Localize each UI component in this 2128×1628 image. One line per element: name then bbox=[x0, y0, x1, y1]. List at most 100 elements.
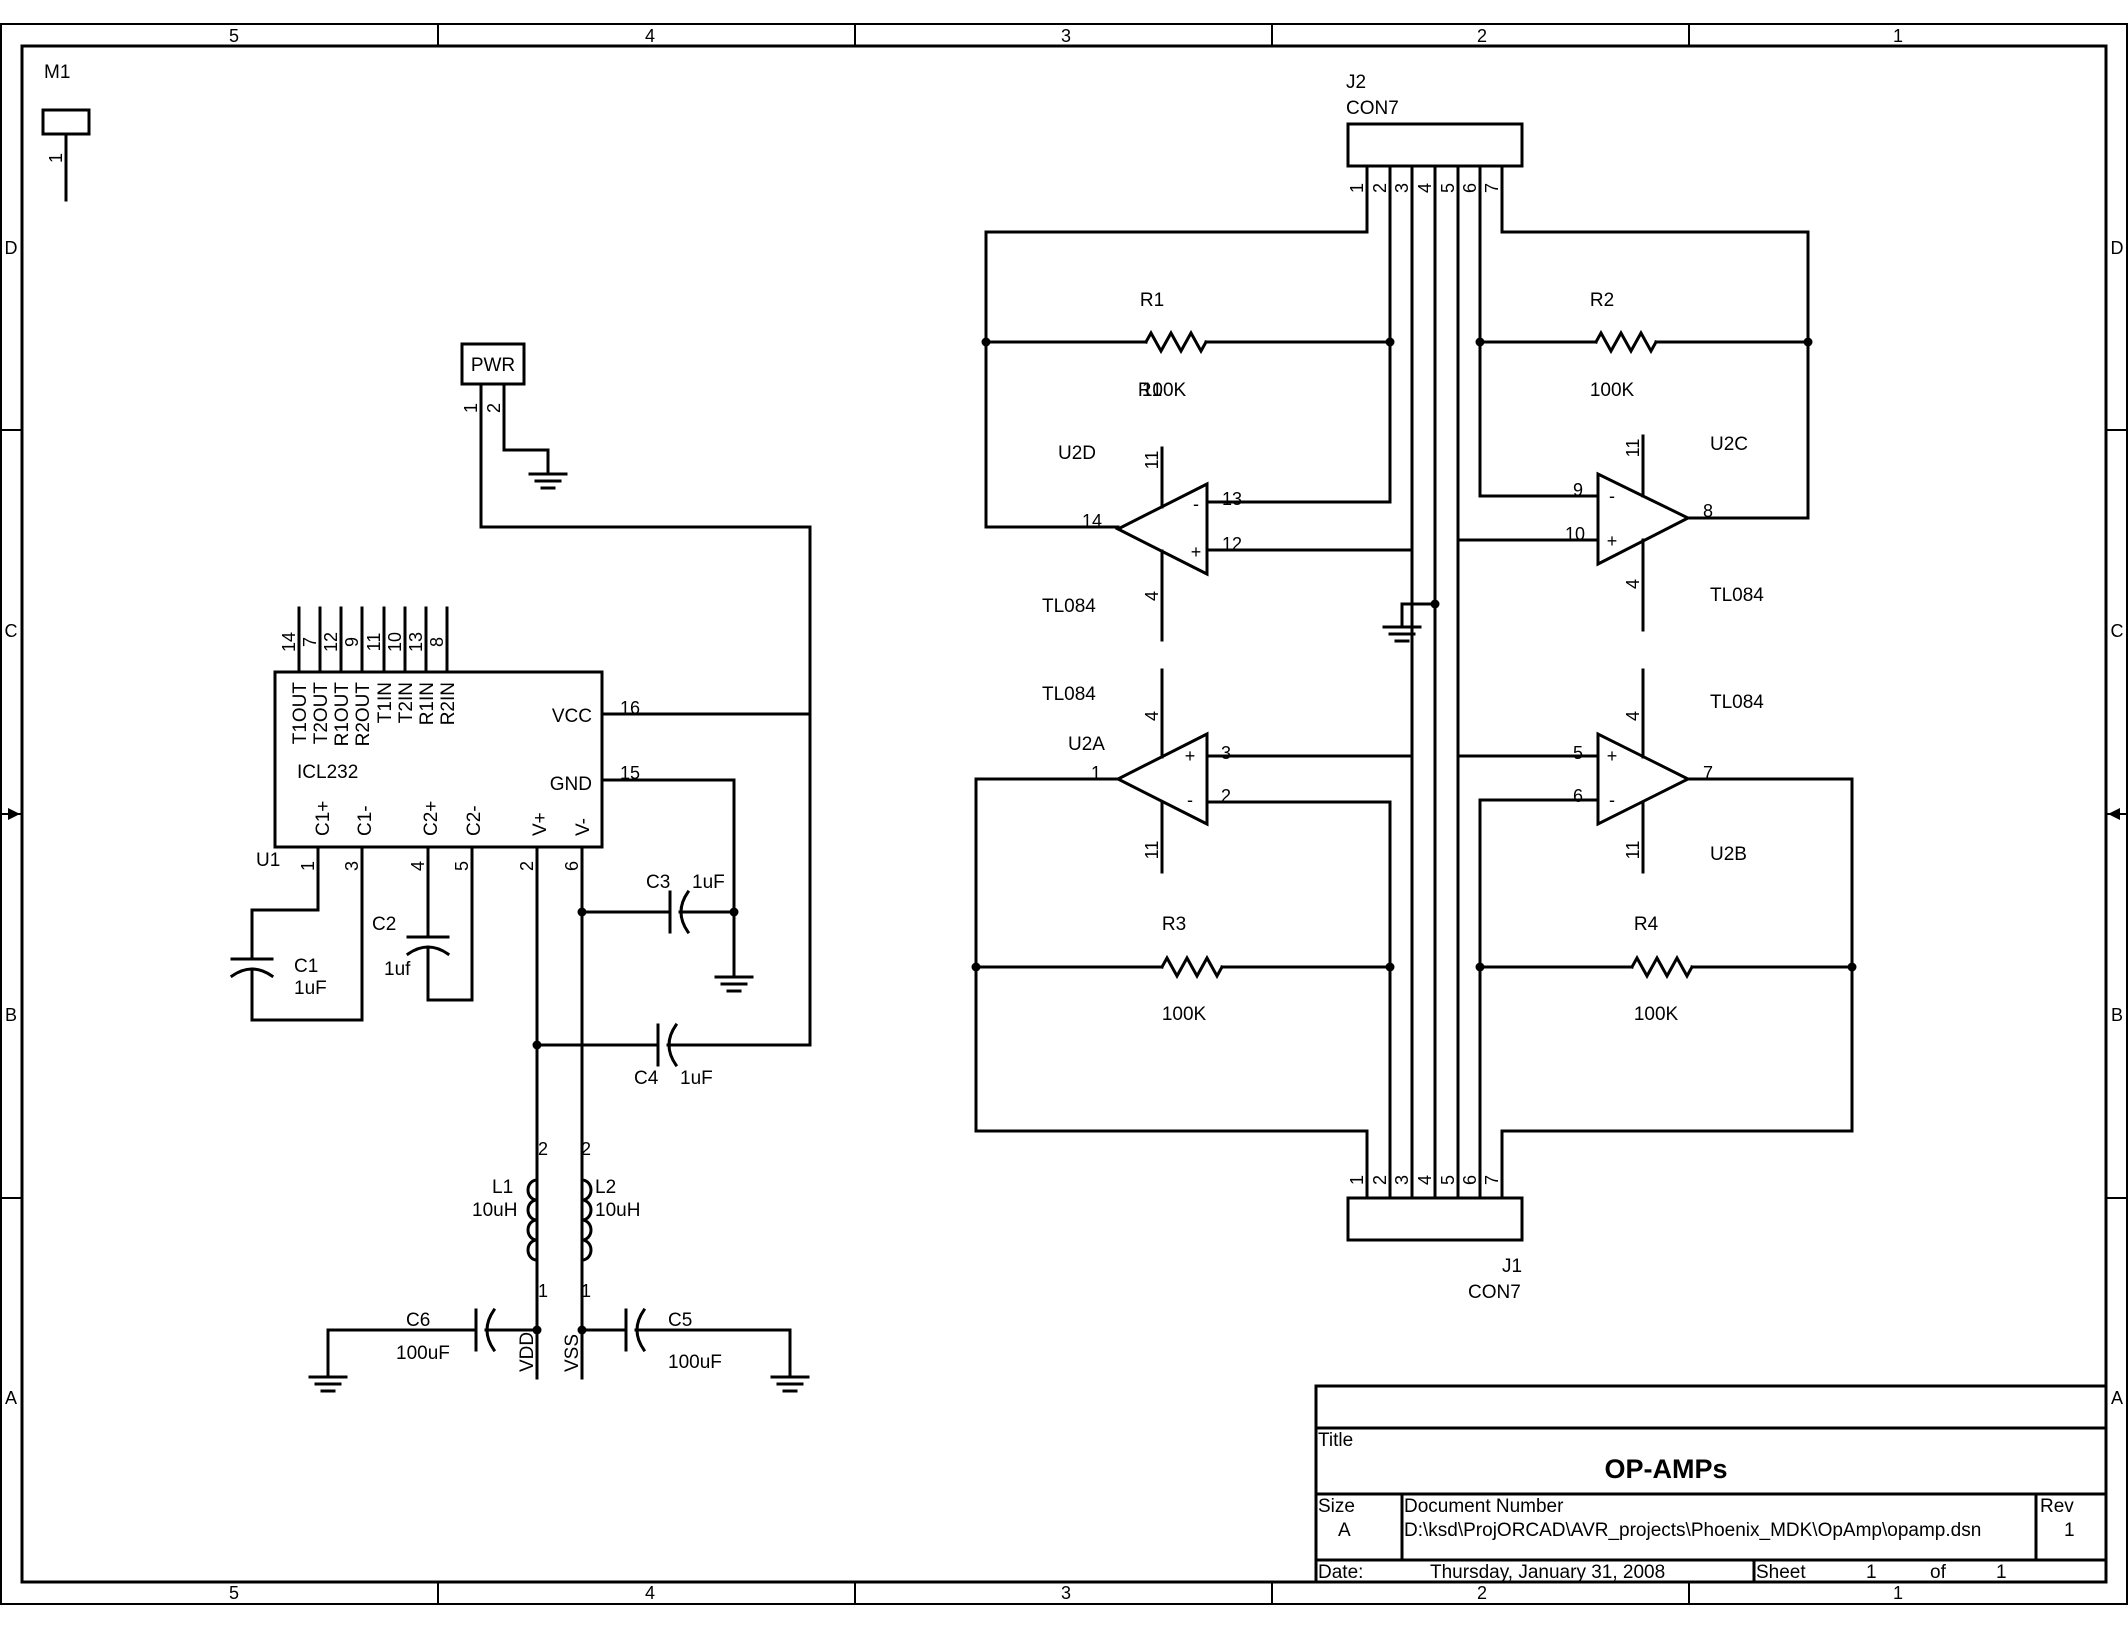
l2-inductor: 2 1 L2 10uH bbox=[580, 1139, 640, 1301]
zone-row-right-c: C bbox=[2111, 621, 2124, 641]
document-number-label: Document Number bbox=[1404, 1496, 1564, 1517]
size-value: A bbox=[1338, 1520, 1351, 1541]
j2-pin-4: 4 bbox=[1415, 183, 1435, 193]
c6-capacitor: C6 100uF bbox=[308, 1307, 539, 1393]
j1-pin-3: 3 bbox=[1392, 1175, 1412, 1185]
pwr-pin-2: 2 bbox=[484, 403, 504, 413]
r1-value: 100K bbox=[1142, 380, 1187, 401]
zone-col-bottom-3: 3 bbox=[1061, 1583, 1071, 1603]
c2-ref: C2 bbox=[372, 914, 396, 935]
u2a-minus-sign: - bbox=[1187, 790, 1193, 810]
u1-pin-name-r1in: R1IN bbox=[417, 682, 438, 725]
ground-symbol-c3 bbox=[714, 975, 754, 993]
j1-pin-6: 6 bbox=[1460, 1175, 1480, 1185]
zone-row-left-d: D bbox=[5, 238, 18, 258]
j2-ref: J2 bbox=[1346, 72, 1366, 93]
u2b-minus-sign: - bbox=[1609, 790, 1615, 810]
u1-pin-name-t2out: T2OUT bbox=[311, 682, 332, 745]
zone-row-right-a: A bbox=[2111, 1388, 2123, 1408]
u1-bottom-pin-number-2: 3 bbox=[342, 861, 362, 871]
sheet-frame: 5 4 3 2 1 5 4 3 2 1 D C B A D C B A bbox=[0, 23, 2128, 1605]
u2d-opamp: - + U2D TL084 11 4 13 12 14 R1 bbox=[981, 230, 1414, 642]
u2b-opamp: + - TL084 U2B 4 11 6 5 7 bbox=[1456, 668, 1857, 1192]
u1-ref: U1 bbox=[256, 850, 280, 871]
u1-pin-name-c1p: C1+ bbox=[313, 801, 334, 836]
u2a-pin-vneg: 11 bbox=[1142, 841, 1162, 860]
j2-pin-7: 7 bbox=[1482, 183, 1502, 193]
u1-pin-name-t1in: T1IN bbox=[375, 682, 396, 723]
l1-inductor: 2 1 L1 10uH bbox=[472, 1139, 548, 1301]
zone-col-top-1: 1 bbox=[1893, 26, 1903, 46]
pwr-label: PWR bbox=[471, 355, 515, 376]
u2c-opamp: - + U2C TL084 11 4 9 10 8 bbox=[1456, 230, 1813, 632]
u2c-pin-vneg: 4 bbox=[1623, 579, 1643, 589]
u1-pin-name-c2m: C2- bbox=[464, 805, 485, 836]
j2-pin-5: 5 bbox=[1438, 183, 1458, 193]
j2-pin-1: 1 bbox=[1347, 183, 1367, 193]
c1-ref: C1 bbox=[294, 956, 318, 977]
u2b-pin-noninv: 5 bbox=[1573, 743, 1583, 763]
zone-col-top-5: 5 bbox=[229, 26, 239, 46]
size-label: Size bbox=[1318, 1496, 1355, 1517]
vdd-rail-label: VDD bbox=[517, 1332, 538, 1372]
r2-value: 100K bbox=[1590, 380, 1635, 401]
r3-value: 100K bbox=[1162, 1004, 1207, 1025]
l2-ref: L2 bbox=[595, 1177, 616, 1198]
ground-symbol-c5 bbox=[770, 1375, 810, 1393]
c5-capacitor: C5 100uF bbox=[580, 1307, 810, 1393]
u2c-pin-out: 8 bbox=[1703, 501, 1713, 521]
date-value: Thursday, January 31, 2008 bbox=[1430, 1562, 1665, 1583]
c5-value: 100uF bbox=[668, 1352, 722, 1373]
j1-pin-7: 7 bbox=[1482, 1175, 1502, 1185]
u1-bottom-pin-number-5: 2 bbox=[517, 861, 537, 871]
j2-pin-3: 3 bbox=[1392, 183, 1412, 193]
zone-row-left-a: A bbox=[5, 1388, 17, 1408]
c6-ref: C6 bbox=[406, 1310, 430, 1331]
u1-top-pin-number-8: 8 bbox=[427, 637, 447, 647]
u2b-pin-out: 7 bbox=[1703, 763, 1713, 783]
c3-capacitor: C3 1uF bbox=[577, 872, 754, 993]
l1-ref: L1 bbox=[492, 1177, 513, 1198]
u2d-plus-sign: + bbox=[1191, 542, 1202, 562]
r4-ref: R4 bbox=[1634, 914, 1659, 935]
u1-top-pin-number-5: 11 bbox=[364, 633, 384, 652]
m1-ref: M1 bbox=[44, 62, 70, 83]
u2d-pin-noninv: 12 bbox=[1222, 534, 1242, 554]
u2a-pin-out: 1 bbox=[1091, 763, 1101, 783]
title-label: Title bbox=[1318, 1430, 1353, 1451]
u1-top-pin-number-6: 10 bbox=[385, 632, 405, 652]
u2d-minus-sign: - bbox=[1193, 494, 1199, 514]
l1-value: 10uH bbox=[472, 1200, 517, 1221]
u1-pin-name-gnd: GND bbox=[550, 774, 592, 795]
u1-pin-number-gnd: 15 bbox=[620, 763, 640, 783]
u2c-pin-inv: 9 bbox=[1573, 480, 1583, 500]
u1-pin-name-t1out: T1OUT bbox=[290, 682, 311, 745]
j1-ref: J1 bbox=[1502, 1256, 1522, 1277]
u2c-minus-sign: - bbox=[1609, 486, 1615, 506]
j2-connector: J2 CON7 1 2 3 4 5 6 7 bbox=[1346, 72, 1524, 1192]
j1-pin-1: 1 bbox=[1347, 1175, 1367, 1185]
u1-pin-name-vplus: V+ bbox=[530, 812, 551, 836]
u1-pin-name-vcc: VCC bbox=[552, 706, 592, 727]
u1-part: ICL232 bbox=[297, 762, 358, 783]
u2b-ref: U2B bbox=[1710, 844, 1747, 865]
u1-bottom-pin-number-1: 1 bbox=[298, 861, 318, 871]
sheet-label: Sheet bbox=[1756, 1562, 1806, 1583]
zone-col-bottom-1: 1 bbox=[1893, 1583, 1903, 1603]
u2b-plus-sign: + bbox=[1607, 746, 1618, 766]
sheet-count: 1 bbox=[1996, 1562, 2007, 1583]
document-title: OP-AMPs bbox=[1604, 1454, 1727, 1484]
u2d-ref: U2D bbox=[1058, 443, 1096, 464]
u2d-pin-inv: 13 bbox=[1222, 489, 1242, 509]
j1-part: CON7 bbox=[1468, 1282, 1521, 1303]
u2b-part: TL084 bbox=[1710, 692, 1764, 713]
r1-ref: R1 bbox=[1138, 380, 1162, 401]
zone-row-left-b: B bbox=[5, 1005, 17, 1025]
r1-ref-label: R1 bbox=[1140, 290, 1164, 311]
u1-top-pin-number-4: 9 bbox=[342, 637, 362, 647]
j1-pin-5: 5 bbox=[1438, 1175, 1458, 1185]
zone-col-top-3: 3 bbox=[1061, 26, 1071, 46]
c3-ref: C3 bbox=[646, 872, 670, 893]
u1-pin-name-c1m: C1- bbox=[355, 805, 376, 836]
u2d-pin-vpos: 11 bbox=[1142, 451, 1162, 470]
